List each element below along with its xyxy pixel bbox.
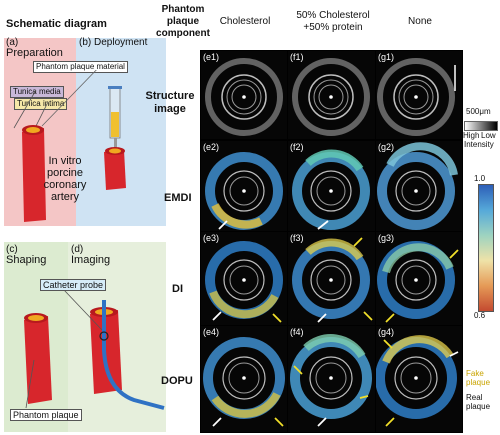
component-header: Phantom plaque component — [156, 4, 210, 39]
panel-e3: (e3) — [201, 232, 287, 325]
panel-g2: (g2) — [376, 141, 462, 231]
intensity-low: Low — [481, 131, 496, 140]
artery-syringe-graphic — [13, 70, 126, 222]
imaging-label: Imaging — [71, 254, 111, 266]
schematic-title: Schematic diagram — [6, 18, 107, 30]
shaping-label: Shaping — [6, 254, 47, 266]
fake-plaque-label: Fake plaque — [466, 369, 491, 387]
tunica-media-label: Tunica media — [10, 86, 64, 98]
panel-g3: (g3) — [376, 232, 462, 325]
colorbar — [478, 184, 494, 312]
phantom-material-label: Phantom plaque material — [33, 61, 128, 73]
panel-e2: (e2) — [201, 141, 287, 231]
preparation-label: Preparation — [6, 47, 63, 59]
section-d-label: (d) — [71, 244, 84, 255]
panel-f4: (f4) — [288, 326, 375, 432]
column-cholesterol: Cholesterol — [219, 16, 271, 27]
row-structure: Structure image — [145, 90, 195, 115]
catheter-probe-label: Catheter probe — [40, 279, 107, 291]
column-mixed: 50% Cholesterol +50% protein — [296, 10, 370, 33]
panel-e4: (e4) — [201, 326, 287, 432]
panel-e1: (e1) — [201, 51, 287, 139]
row-dopu: DOPU — [161, 375, 193, 387]
panel-f2: (f2) — [288, 141, 375, 231]
column-none: None — [408, 16, 432, 27]
panel-f1: (f1) — [288, 51, 375, 139]
panel-g4: (g4) — [376, 326, 462, 432]
section-b-label: (b) Deployment — [79, 37, 148, 48]
oct-rings — [205, 58, 283, 136]
artery-description: In vitro porcine coronary artery — [43, 155, 87, 203]
intensity-gradient — [464, 121, 498, 131]
shaping-imaging-graphic — [24, 290, 165, 410]
panel-f3: (f3) — [288, 232, 375, 325]
intensity-label: Intensity — [464, 140, 494, 149]
panel-g1: (g1) — [376, 51, 462, 139]
row-di: DI — [172, 283, 183, 295]
section-c-label: (c) — [6, 244, 18, 255]
colorbar-min: 0.6 — [474, 311, 486, 320]
scalebar-label: 500μm — [466, 107, 491, 116]
colorbar-max: 1.0 — [474, 174, 486, 183]
real-plaque-label: Real plaque — [466, 393, 491, 411]
phantom-plaque-label: Phantom plaque — [10, 409, 82, 421]
tunica-intima-label: Tunica intima — [14, 98, 68, 110]
intensity-high: High — [463, 131, 480, 140]
row-emdi: EMDI — [164, 192, 192, 204]
section-a-label: (a) — [6, 37, 19, 48]
